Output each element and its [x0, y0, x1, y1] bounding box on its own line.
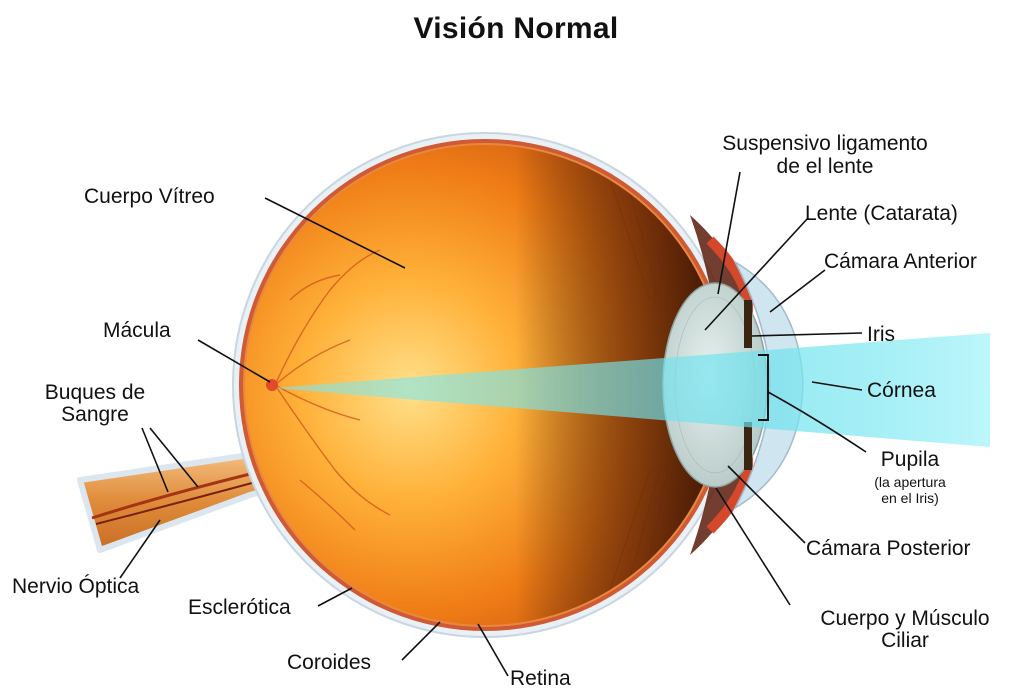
leader-cuerpo-musculo: [716, 488, 790, 605]
label-buques-line2: Sangre: [40, 404, 150, 425]
label-coroides: Coroides: [287, 652, 371, 673]
label-pupila-note-line1: (la apertura: [840, 475, 980, 490]
label-cuerpo-musculo-line2: Ciliar: [780, 630, 1030, 651]
label-suspensivo-line1: Suspensivo ligamento: [680, 133, 970, 154]
label-pupila-note-line2: en el Iris): [840, 491, 980, 506]
label-nervio-optica: Nervio Óptica: [12, 576, 139, 597]
label-cornea: Córnea: [867, 380, 936, 401]
label-esclerotica: Esclerótica: [188, 597, 291, 618]
leader-esclerotica: [318, 588, 352, 606]
label-pupila: Pupila: [850, 449, 970, 470]
label-cuerpo-musculo-line1: Cuerpo y Músculo: [780, 608, 1030, 629]
label-camara-posterior: Cámara Posterior: [806, 538, 971, 559]
label-suspensivo-line2: de el lente: [680, 156, 970, 177]
leader-camara-anterior: [770, 270, 825, 312]
label-lente: Lente (Catarata): [805, 203, 958, 224]
diagram-title: Visión Normal: [0, 12, 1032, 46]
label-iris: Iris: [867, 324, 895, 345]
label-retina: Retina: [510, 668, 571, 689]
label-buques-line1: Buques de: [40, 382, 150, 403]
label-camara-anterior: Cámara Anterior: [824, 251, 977, 272]
label-macula: Mácula: [103, 320, 171, 341]
label-cuerpo-vitreo: Cuerpo Vítreo: [84, 186, 215, 207]
